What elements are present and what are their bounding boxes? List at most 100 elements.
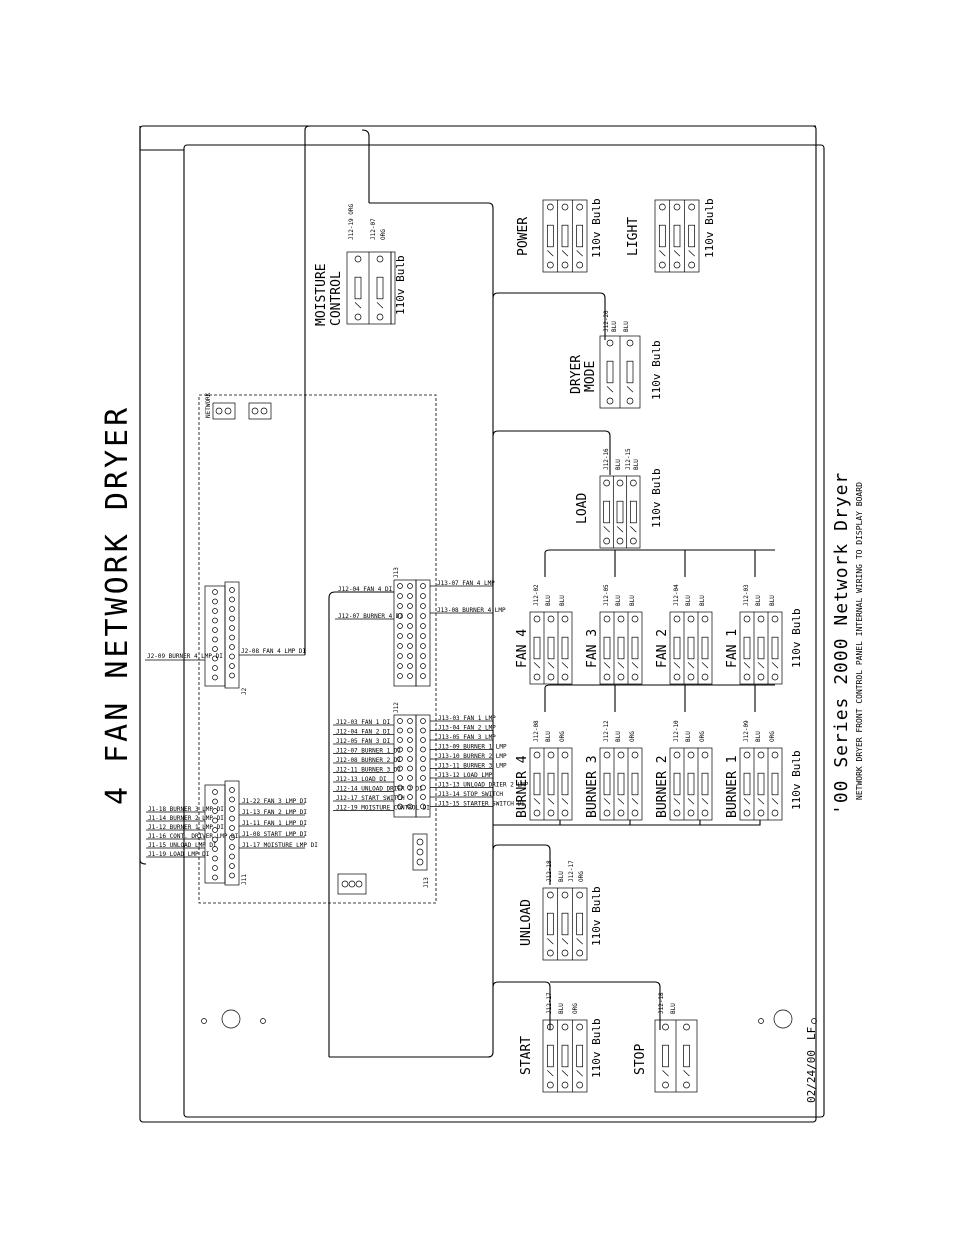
moisture-control-label: MOISTURE	[314, 263, 329, 326]
svg-text:NETWORK: NETWORK	[205, 392, 212, 418]
j13-left-label: J12-07 BURNER 4 DI	[338, 613, 403, 620]
unload-c1: BLU	[558, 871, 565, 882]
unload-bulb-label: 110v Bulb	[590, 886, 603, 946]
switch-block	[669, 747, 713, 821]
moisture-wire-top: J12-19 ORG	[348, 203, 355, 240]
burner-label-1: BURNER 3	[585, 755, 600, 818]
fan-wire-3: J12-03	[743, 584, 750, 606]
unload-label: UNLOAD	[519, 899, 534, 946]
start-c1: BLU	[558, 1003, 565, 1014]
j12-right-label: J13-05 FAN 3 LMP	[438, 734, 496, 741]
fan-wire-2: J12-04	[673, 584, 680, 606]
burner-wire-3: J12-09	[743, 720, 750, 742]
fan-c2-3: BLU	[769, 595, 776, 606]
stop-wire: J12-18	[658, 992, 665, 1014]
j12-right-label: J13-10 BURNER 2 LMP	[438, 753, 507, 760]
stop-c1: BLU	[670, 1003, 677, 1014]
burner-wire-1: J12-12	[603, 720, 610, 742]
burner-wire-0: J12-08	[533, 720, 540, 742]
j12-left-label: J12-11 BURNER 3 DI	[336, 767, 401, 774]
connector-j3: J13	[412, 833, 430, 888]
moisture-wire-color: ORG	[380, 229, 387, 240]
subtitle: NETWORK DRYER FRONT CONTROL PANEL INTERN…	[855, 482, 864, 800]
switch-block	[599, 747, 643, 821]
moisture-bulb-label: 110v Bulb	[394, 255, 407, 315]
j11-left-label: J1-12 BURNER 1 LMP DI	[148, 824, 224, 831]
fan-bulb-label: 110v Bulb	[790, 608, 803, 668]
j12-left-label: J12-19 MOISTURE CONTROL DI	[336, 805, 430, 812]
j12-right-label: J13-13 UNLOAD DRIER 2 LMP	[438, 782, 529, 789]
svg-text:J2: J2	[241, 687, 248, 695]
j12-left-label: J12-13 LOAD DI	[336, 776, 387, 783]
inner-frame	[183, 144, 825, 1118]
svg-text:J13: J13	[423, 877, 430, 888]
connector-j2: J2 J2-09 BURNER 4 LMP DI J2-08 FAN 4 LMP…	[145, 581, 306, 695]
start-bulb-label: 110v Bulb	[590, 1018, 603, 1078]
svg-text:J12: J12	[393, 702, 400, 713]
j11-right-label: J1-22 FAN 3 LMP DI	[242, 798, 307, 805]
load-c1: BLU	[615, 459, 622, 470]
stop-label: STOP	[633, 1044, 648, 1075]
initials: LF	[805, 1027, 818, 1040]
burner-c1-1: BLU	[615, 731, 622, 742]
j12-right-label: J13-12 LOAD LMP	[438, 772, 493, 779]
j11-right-label: J1-08 START LMP DI	[242, 831, 307, 838]
burner-c2-0: ORG	[559, 731, 566, 742]
fan-label-0: FAN 4	[515, 629, 530, 668]
burner-c2-2: ORG	[699, 731, 706, 742]
load-c2: BLU	[633, 459, 640, 470]
switch-block	[542, 199, 588, 273]
load-bulb-label: 110v Bulb	[650, 468, 663, 528]
fan-label-3: FAN 1	[725, 629, 740, 668]
switch-block	[739, 611, 783, 685]
fan-c2-0: BLU	[559, 595, 566, 606]
load-wire-1: J12-16	[603, 448, 610, 470]
j11-left-label: J1-14 BURNER 2 LMP DI	[148, 815, 224, 822]
dryer-mode-bulb-label: 110v Bulb	[650, 340, 663, 400]
j11-right-label: J1-11 FAN 1 LMP DI	[242, 820, 307, 827]
switch-block	[654, 1019, 698, 1093]
light-label: LIGHT	[626, 217, 641, 256]
date-stamp: 02/24/00	[805, 1050, 818, 1103]
switch-block	[529, 611, 573, 685]
j12-left-label: J12-05 FAN 3 DI	[336, 738, 391, 745]
burner-bulb-label: 110v Bulb	[790, 750, 803, 810]
moisture-control-label-2: CONTROL	[329, 271, 344, 326]
start-c2: ORG	[572, 1003, 579, 1014]
switch-block	[346, 251, 392, 325]
fan-c2-1: BLU	[629, 595, 636, 606]
dryer-mode-label-2: MODE	[583, 361, 598, 392]
unload-wire-1: J12-18	[546, 860, 553, 882]
power-label: POWER	[516, 217, 531, 256]
svg-text:J2-08 FAN 4 LMP DI: J2-08 FAN 4 LMP DI	[241, 648, 306, 655]
outer-frame	[139, 125, 817, 1123]
j13-right-label: J13-07 FAN 4 LMP	[437, 580, 495, 587]
svg-text:J13: J13	[393, 567, 400, 578]
burner-c1-2: BLU	[685, 731, 692, 742]
fan-wire-0: J12-02	[533, 584, 540, 606]
j12-right-label: J13-09 BURNER 1 LMP	[438, 744, 507, 751]
dryer-mode-wire: J12-20	[603, 310, 610, 332]
j12-right-label: J13-14 STOP SWITCH	[438, 791, 503, 798]
j12-right-label: J13-03 FAN 1 LMP	[438, 715, 496, 722]
j13-right-label: J13-08 BURNER 4 LMP	[437, 607, 506, 614]
fan-label-2: FAN 2	[655, 629, 670, 668]
fan-c1-2: BLU	[685, 595, 692, 606]
fan-c2-2: BLU	[699, 595, 706, 606]
j11-right-label: J1-17 MOISTURE LMP DI	[242, 842, 318, 849]
j12-left-label: J12-08 BURNER 2 DI	[336, 757, 401, 764]
switch-block	[739, 747, 783, 821]
j12-left-label: J12-03 FAN 1 DI	[336, 719, 391, 726]
j12-left-label: J12-07 BURNER 1 DI	[336, 748, 401, 755]
switch-block	[542, 887, 588, 961]
svg-text:J11: J11	[241, 874, 248, 885]
diagram-title: 4 FAN NETWORK DRYER	[100, 405, 135, 805]
switch-block	[542, 1019, 588, 1093]
dryer-mode-label: DRYER	[569, 355, 584, 394]
start-wire: J12-17	[546, 992, 553, 1014]
fan-wire-1: J12-05	[603, 584, 610, 606]
